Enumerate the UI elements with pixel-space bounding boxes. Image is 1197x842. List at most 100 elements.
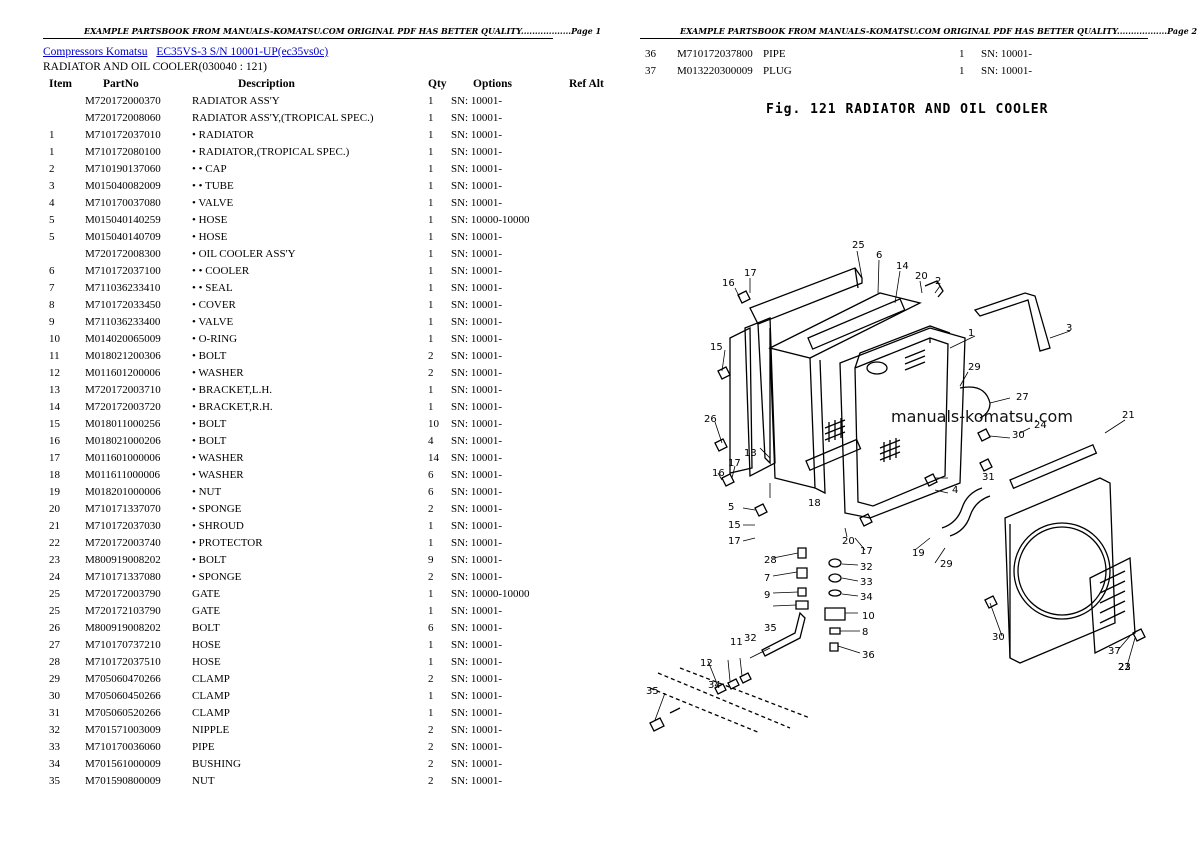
serial-options: SN: 10001- [451, 401, 503, 413]
ref-alt [569, 144, 619, 161]
part-number: M800919008202 [85, 554, 161, 566]
part-description: PIPE [192, 741, 215, 753]
callout-label: 27 [1016, 392, 1029, 403]
quantity: 2 [428, 775, 434, 787]
part-description: RADIATOR ASS'Y [192, 95, 280, 107]
ref-alt [569, 399, 619, 416]
item-number: 22 [49, 537, 60, 549]
item-number: 15 [49, 418, 60, 430]
callout-label: 16 [722, 278, 735, 289]
serial-options: SN: 10001- [451, 605, 503, 617]
part-description: • OIL COOLER ASS'Y [192, 248, 296, 260]
quantity: 1 [428, 197, 434, 209]
item-number: 33 [49, 741, 60, 753]
ref-alt [569, 688, 619, 705]
serial-options: SN: 10001- [451, 639, 503, 651]
part-description: GATE [192, 605, 221, 617]
part-description: • SPONGE [192, 571, 242, 583]
item-number: 30 [49, 690, 60, 702]
part-number: M710190137060 [85, 163, 161, 175]
ref-alt [569, 93, 619, 110]
quantity: 2 [428, 503, 434, 515]
part-description: • RADIATOR,(TROPICAL SPEC.) [192, 146, 350, 158]
ref-alt [569, 280, 619, 297]
item-number: 6 [49, 265, 55, 277]
ref-alt [569, 382, 619, 399]
page-1-header: EXAMPLE PARTSBOOK FROM MANUALS-KOMATSU.C… [84, 26, 602, 36]
item-number: 18 [49, 469, 60, 481]
serial-options: SN: 10001- [451, 350, 503, 362]
ref-alt [569, 229, 619, 246]
callout-label: 1 [968, 328, 974, 339]
item-number: 28 [49, 656, 60, 668]
callout-label: 30 [1012, 430, 1025, 441]
part-number: M711036233400 [85, 316, 161, 328]
quantity: 10 [428, 418, 439, 430]
item-number: 36 [645, 48, 656, 60]
callout-label: 9 [764, 590, 770, 601]
serial-options: SN: 10001- [451, 741, 503, 753]
leader-lines [654, 250, 1136, 721]
serial-options: SN: 10001- [451, 435, 503, 447]
serial-options: SN: 10001- [981, 48, 1033, 60]
part-description: • • SEAL [192, 282, 233, 294]
item-number: 31 [49, 707, 60, 719]
part-number: M015040082009 [85, 180, 161, 192]
part-description: • BOLT [192, 554, 227, 566]
part-description: • NUT [192, 486, 222, 498]
page-2-header-rule [640, 38, 1148, 39]
ref-alt [569, 246, 619, 263]
part-description: GATE [192, 588, 221, 600]
ref-alt [569, 331, 619, 348]
col-partno-header: PartNo [103, 78, 139, 90]
parts-table: Item PartNo Description Qty Options Ref … [43, 76, 619, 790]
breadcrumb-link-category[interactable]: Compressors Komatsu [43, 46, 148, 58]
item-number: 32 [49, 724, 60, 736]
callout-label: 10 [862, 611, 875, 622]
part-description: PIPE [763, 48, 786, 60]
part-description: PLUG [763, 65, 792, 77]
item-number: 29 [49, 673, 60, 685]
callout-label: 29 [968, 362, 981, 373]
part-description: CLAMP [192, 690, 230, 702]
part-description: CLAMP [192, 707, 230, 719]
breadcrumb-link-model[interactable]: EC35VS-3 S/N 10001-UP(ec35vs0c) [156, 46, 329, 58]
quantity: 2 [428, 673, 434, 685]
part-number: M711036233410 [85, 282, 161, 294]
ref-alt [569, 178, 619, 195]
serial-options: SN: 10001- [451, 707, 503, 719]
watermark-text: manuals-komatsu.com [891, 407, 1073, 426]
quantity: 1 [428, 95, 434, 107]
serial-options: SN: 10001- [451, 673, 503, 685]
quantity: 1 [428, 282, 434, 294]
callout-label: 20 [842, 536, 855, 547]
quantity: 1 [428, 588, 434, 600]
item-number: 5 [49, 231, 55, 243]
quantity: 1 [428, 231, 434, 243]
quantity: 1 [428, 112, 434, 124]
callout-label: 35 [646, 686, 659, 697]
callout-label: 21 [1122, 410, 1135, 421]
item-number: 25 [49, 605, 60, 617]
serial-options: SN: 10001- [451, 248, 503, 260]
quantity: 1 [428, 639, 434, 651]
part-description: • RADIATOR [192, 129, 255, 141]
serial-options: SN: 10001- [451, 384, 503, 396]
callout-label: 23 [1118, 662, 1131, 673]
callout-label: 5 [728, 502, 734, 513]
callout-label: 36 [862, 650, 875, 661]
ref-alt [569, 773, 619, 790]
col-qty-header: Qty [428, 78, 447, 90]
serial-options: SN: 10001- [451, 163, 503, 175]
